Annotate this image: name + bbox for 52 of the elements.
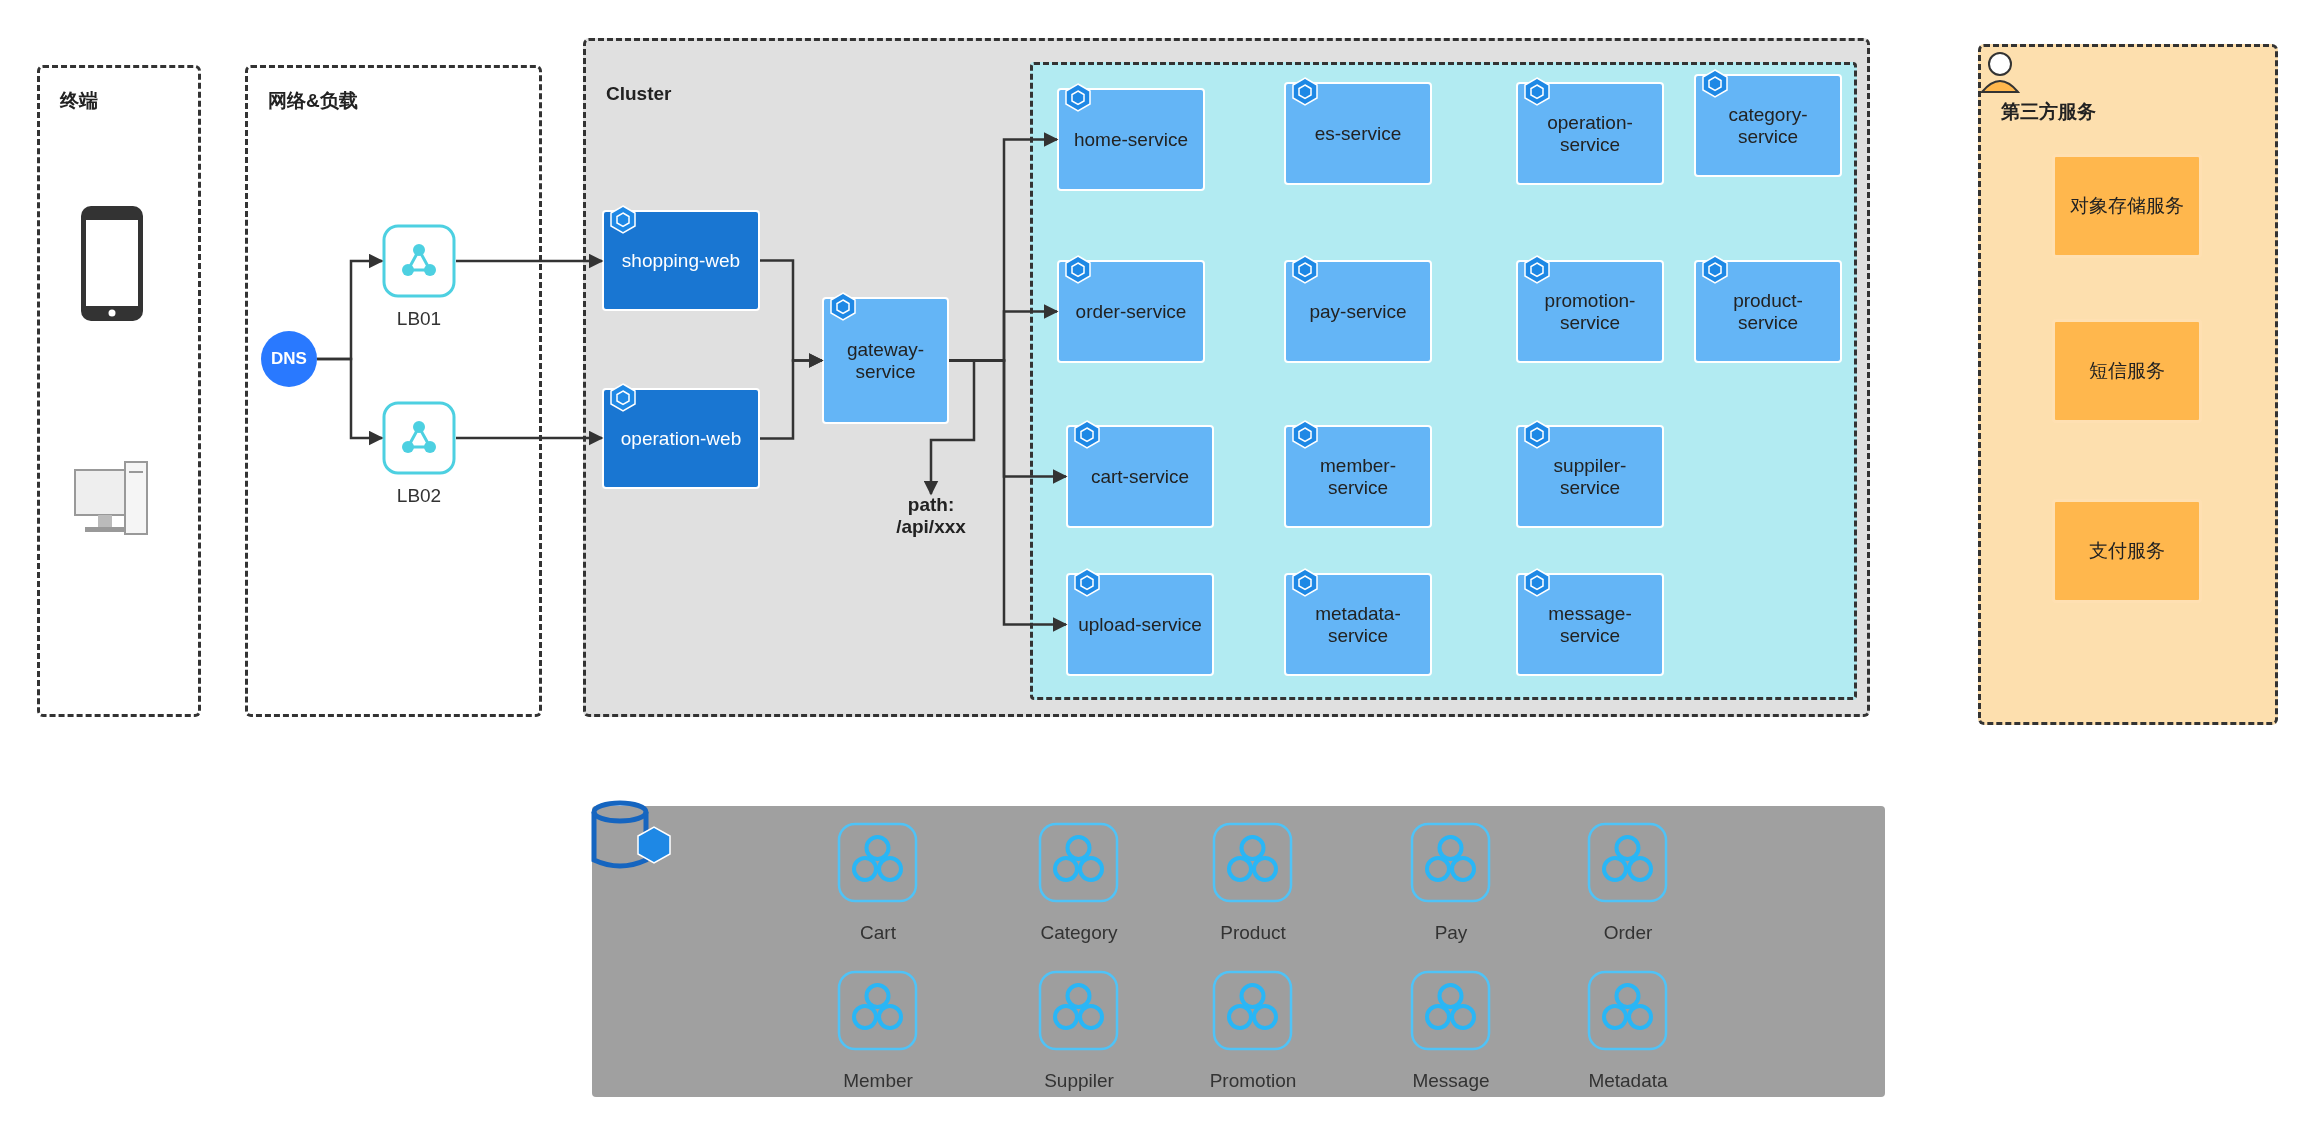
arrow [456, 430, 604, 446]
node-label: category-service [1727, 103, 1809, 148]
node-label: Product [1219, 922, 1287, 944]
node-label: 终端 [60, 89, 98, 113]
node-label: upload-service [1077, 613, 1203, 636]
arrow [760, 353, 824, 440]
node-label: path: /api/xxx [896, 494, 966, 537]
node-label: Member [842, 1070, 914, 1092]
node-label: Cart [859, 922, 897, 944]
node-label: 网络&负载 [268, 89, 358, 113]
node-label: Category [1039, 922, 1119, 944]
node-label: 第三方服务 [2001, 100, 2096, 124]
third-party-group [1978, 44, 2278, 725]
node-label: cart-service [1089, 465, 1191, 488]
node-label: 对象存储服务 [2069, 194, 2185, 218]
arrow [923, 359, 976, 496]
node-label: LB02 [395, 485, 443, 507]
node-label: Message [1411, 1070, 1491, 1092]
database-panel [592, 806, 1885, 1097]
cluster-group [583, 38, 1870, 717]
services-panel [1030, 62, 1857, 700]
arrow [317, 357, 384, 446]
service-box [2052, 319, 2202, 423]
node-label: pay-service [1308, 300, 1408, 323]
node-label: es-service [1313, 122, 1403, 145]
node-label: product-service [1732, 289, 1804, 334]
arrow [456, 253, 604, 269]
node-label: gateway-service [845, 338, 926, 383]
node-label: DNS [271, 349, 307, 369]
node-label: operation-service [1546, 111, 1634, 156]
network-group [245, 65, 542, 717]
node-label: order-service [1074, 300, 1188, 323]
node-label: Cluster [606, 83, 672, 105]
node-label: LB01 [395, 308, 443, 330]
node-label: Suppiler [1043, 1070, 1115, 1092]
node-label: suppiler-service [1552, 454, 1628, 499]
node-label: member-service [1319, 454, 1397, 499]
node-label: promotion-service [1543, 289, 1637, 334]
node-label: metadata-service [1314, 602, 1402, 647]
node-label: 短信服务 [2088, 359, 2166, 383]
dns-node [261, 331, 317, 387]
node-label: 支付服务 [2088, 539, 2166, 563]
node-label: Promotion [1208, 1070, 1298, 1092]
node-label: Pay [1433, 922, 1469, 944]
node-label: operation-web [619, 427, 743, 450]
service-box [2052, 154, 2202, 258]
node-label: home-service [1072, 128, 1189, 151]
node-label: Metadata [1587, 1070, 1669, 1092]
node-label: shopping-web [620, 249, 742, 272]
service-box [2052, 499, 2202, 603]
node-label: Order [1602, 922, 1654, 944]
node-label: message-service [1547, 602, 1633, 647]
